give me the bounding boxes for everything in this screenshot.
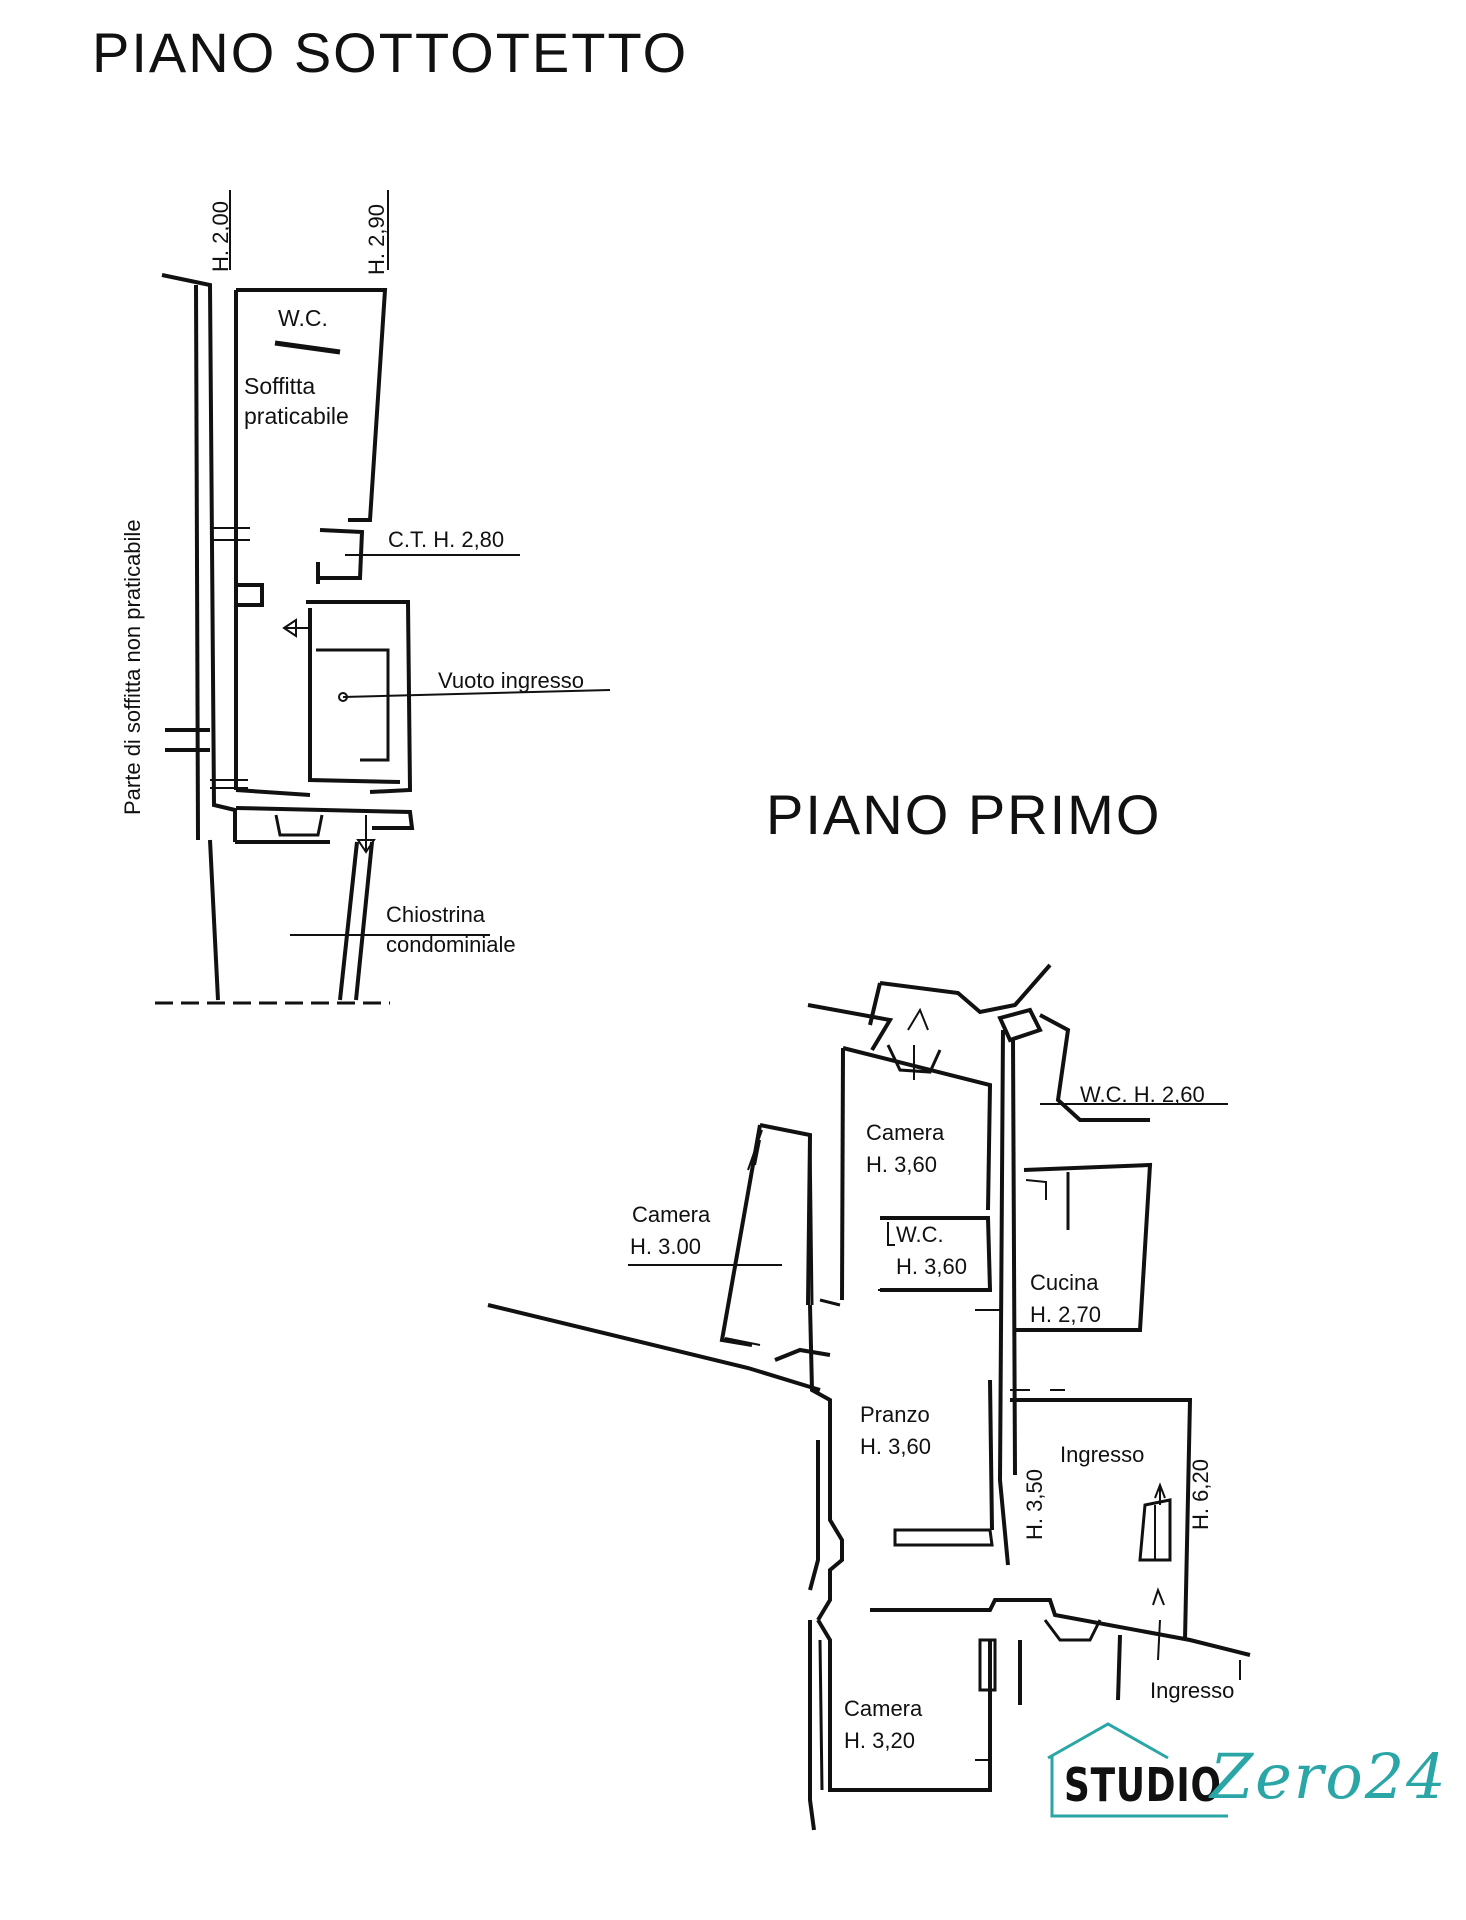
attic-non-praticabile-label: Parte di soffitta non praticabile: [120, 519, 145, 815]
attic-wc-label: W.C.: [278, 305, 328, 331]
attic-soffitta-label-1: Soffitta: [244, 373, 316, 399]
first-ingresso-room-label: Ingresso: [1060, 1442, 1145, 1467]
attic-vuoto-label: Vuoto ingresso: [438, 668, 584, 693]
attic-height-right: H. 2,90: [364, 204, 389, 275]
attic-chiostrina-label-1: Chiostrina: [386, 902, 486, 927]
attic-soffitta-label-2: praticabile: [244, 403, 349, 429]
first-height-350: H. 3,50: [1022, 1469, 1047, 1540]
first-camera-bottom-label-2: H. 3,20: [844, 1728, 915, 1753]
logo-script: Zero24: [1210, 1740, 1448, 1813]
attic-chiostrina-label-2: condominiale: [386, 932, 516, 957]
first-height-620: H. 6,20: [1188, 1459, 1213, 1530]
first-wc-mid-label-1: W.C.: [896, 1222, 944, 1247]
first-camera-top-label-2: H. 3,60: [866, 1152, 937, 1177]
first-pranzo-label-1: Pranzo: [860, 1402, 930, 1427]
first-pranzo-label-2: H. 3,60: [860, 1434, 931, 1459]
logo-word: STUDIO: [1064, 1758, 1222, 1812]
first-camera-top-label-1: Camera: [866, 1120, 945, 1145]
first-camera-left-label-1: Camera: [632, 1202, 711, 1227]
first-camera-left-label-2: H. 3.00: [630, 1234, 701, 1259]
first-wc-top-label: W.C. H. 2,60: [1080, 1082, 1205, 1107]
attic-ct-label: C.T. H. 2,80: [388, 527, 505, 552]
first-wc-mid-label-2: H. 3,60: [896, 1254, 967, 1279]
first-floor-walls: [487, 963, 1251, 1831]
first-ingresso-door-label: Ingresso: [1150, 1678, 1235, 1703]
title-piano-sottotetto: PIANO SOTTOTETTO: [92, 21, 689, 84]
attic-height-left: H. 2,00: [208, 201, 233, 272]
studio-zero24-logo: STUDIO Zero24: [1028, 1706, 1448, 1830]
first-cucina-label-2: H. 2,70: [1030, 1302, 1101, 1327]
logo-house-icon: [1047, 1722, 1228, 1818]
first-cucina-label-1: Cucina: [1030, 1270, 1099, 1295]
first-camera-bottom-label-1: Camera: [844, 1696, 923, 1721]
attic-walls: [155, 190, 611, 1005]
title-piano-primo: PIANO PRIMO: [766, 783, 1162, 846]
